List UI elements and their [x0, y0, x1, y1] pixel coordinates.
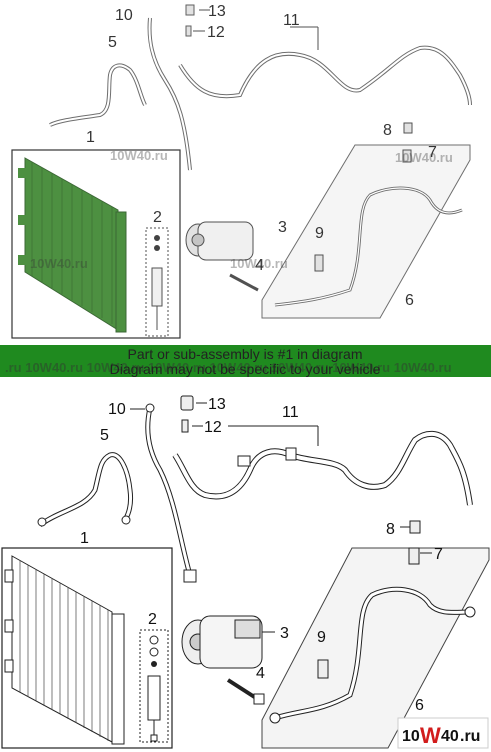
cap-13: [180, 395, 194, 411]
hose-5: [38, 452, 133, 528]
drier-2-top: [145, 227, 169, 337]
callout-3: 3: [280, 625, 289, 642]
line-region-6: [261, 547, 490, 749]
callout-12-top: 12: [207, 24, 225, 41]
callout-1-top: 1: [86, 129, 95, 146]
bottom-diagram: 10 13 12 11 5 1 2 3 4 8 7 9 6: [1, 395, 490, 749]
suction-line-6: [269, 586, 476, 724]
banner-line-2: Diagram may not be specific to your vehi…: [110, 361, 381, 377]
callout-1: 1: [80, 530, 89, 547]
callout-3-top: 3: [278, 219, 287, 236]
svg-text:.ru 10W40.ru 10W40.ru 10W40.ru: .ru 10W40.ru 10W40.ru 10W40.ru 10W40.ru …: [5, 360, 452, 375]
watermark-strip-top-1: 10W40.ru 10W40.ru: [110, 148, 453, 165]
valve-core-12: [181, 419, 189, 433]
callout-12: 12: [204, 419, 222, 436]
callout-6: 6: [415, 697, 424, 714]
compressor-3: [181, 615, 263, 669]
notice-banner: .ru 10W40.ru 10W40.ru 10W40.ru 10W40.ru …: [0, 345, 491, 377]
svg-text:10W40.ru: 10W40.ru: [110, 148, 168, 163]
callout-13: 13: [208, 396, 226, 413]
callout-2-top: 2: [153, 209, 162, 226]
callout-11-top: 11: [283, 12, 300, 29]
site-logo: 10 W 40 .ru: [397, 717, 489, 749]
callout-5-top: 5: [108, 34, 117, 51]
valve-7: [408, 547, 420, 565]
line-region-6-top: [261, 144, 471, 319]
top-diagram: 10 13 12 11 5 1 2 3 4 8 7 9 6: [11, 3, 472, 339]
callout-9: 9: [317, 629, 326, 646]
svg-text:40: 40: [441, 728, 459, 745]
bolt-4: [226, 678, 265, 705]
callout-7: 7: [434, 546, 443, 563]
callout-5: 5: [100, 427, 109, 444]
cap-8: [409, 520, 421, 534]
banner-line-1: Part or sub-assembly is #1 in diagram: [128, 346, 363, 362]
svg-text:10W40.ru: 10W40.ru: [230, 256, 288, 271]
callout-13-top: 13: [208, 3, 226, 20]
drier-2: [139, 629, 169, 743]
svg-text:10: 10: [402, 728, 420, 745]
callout-4-top: 4: [255, 257, 264, 274]
svg-text:W: W: [420, 723, 441, 748]
callout-7-top: 7: [428, 144, 437, 161]
svg-text:.ru: .ru: [460, 728, 480, 745]
callout-8: 8: [386, 521, 395, 538]
callout-10: 10: [108, 401, 126, 418]
callout-2: 2: [148, 611, 157, 628]
callout-11: 11: [282, 404, 299, 421]
condenser-highlighted: [18, 157, 127, 333]
sensor-9: [317, 659, 329, 679]
callout-8-top: 8: [383, 122, 392, 139]
callout-6-top: 6: [405, 292, 414, 309]
callout-4: 4: [256, 665, 265, 682]
compressor-3-top: [185, 221, 254, 261]
svg-text:10W40.ru: 10W40.ru: [395, 150, 453, 165]
condenser-1: [4, 555, 125, 745]
svg-text:10W40.ru: 10W40.ru: [30, 256, 88, 271]
callout-9-top: 9: [315, 225, 324, 242]
watermark-strip-top-2: 10W40.ru 10W40.ru: [30, 256, 288, 271]
callout-10-top: 10: [115, 7, 133, 24]
